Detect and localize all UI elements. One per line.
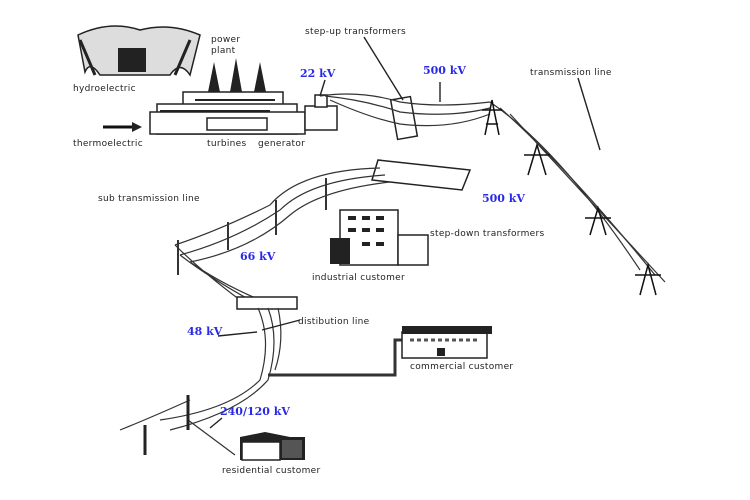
step-down-transformer-icon — [371, 159, 472, 191]
label-power-plant-line1: power — [211, 35, 240, 45]
voltage-500kv-1: 500 kV — [423, 64, 466, 77]
label-hydroelectric: hydroelectric — [73, 84, 136, 94]
step-up-transformer-icon — [389, 95, 419, 141]
industrial-building-icon — [330, 209, 429, 266]
transmission-lines — [319, 93, 666, 283]
label-residential-customer: residential customer — [222, 466, 320, 476]
sub-transmission-lines — [174, 167, 391, 301]
label-industrial-customer: industrial customer — [312, 273, 405, 283]
leader-lines — [209, 36, 601, 429]
transmission-towers — [482, 99, 661, 296]
label-sub-transmission-line: sub transmission line — [98, 194, 200, 204]
label-power-plant-line2: plant — [211, 46, 236, 56]
voltage-66kv: 66 kV — [240, 250, 276, 263]
label-step-down-transformers: step-down transformers — [430, 229, 545, 239]
voltage-22kv: 22 kV — [300, 67, 336, 80]
voltage-240-120kv: 240/120 kV — [220, 405, 290, 418]
label-commercial-customer: commercial customer — [410, 362, 513, 372]
power-plant-icon — [149, 58, 338, 135]
label-transmission-line: transmission line — [530, 68, 612, 78]
label-step-up-transformers: step-up transformers — [305, 27, 406, 37]
distribution-lines — [119, 307, 402, 456]
voltage-48kv: 48 kV — [187, 325, 223, 338]
label-generator: generator — [258, 139, 305, 149]
label-turbines: turbines — [207, 139, 246, 149]
distribution-transformer-icon — [236, 296, 298, 310]
label-distribution-line: distibution line — [298, 317, 370, 327]
hydroelectric-dam-icon — [77, 25, 201, 77]
residential-house-icon — [240, 432, 305, 461]
voltage-500kv-2: 500 kV — [482, 192, 525, 205]
commercial-building-icon — [401, 326, 492, 359]
label-thermoelectric: thermoelectric — [73, 139, 143, 149]
